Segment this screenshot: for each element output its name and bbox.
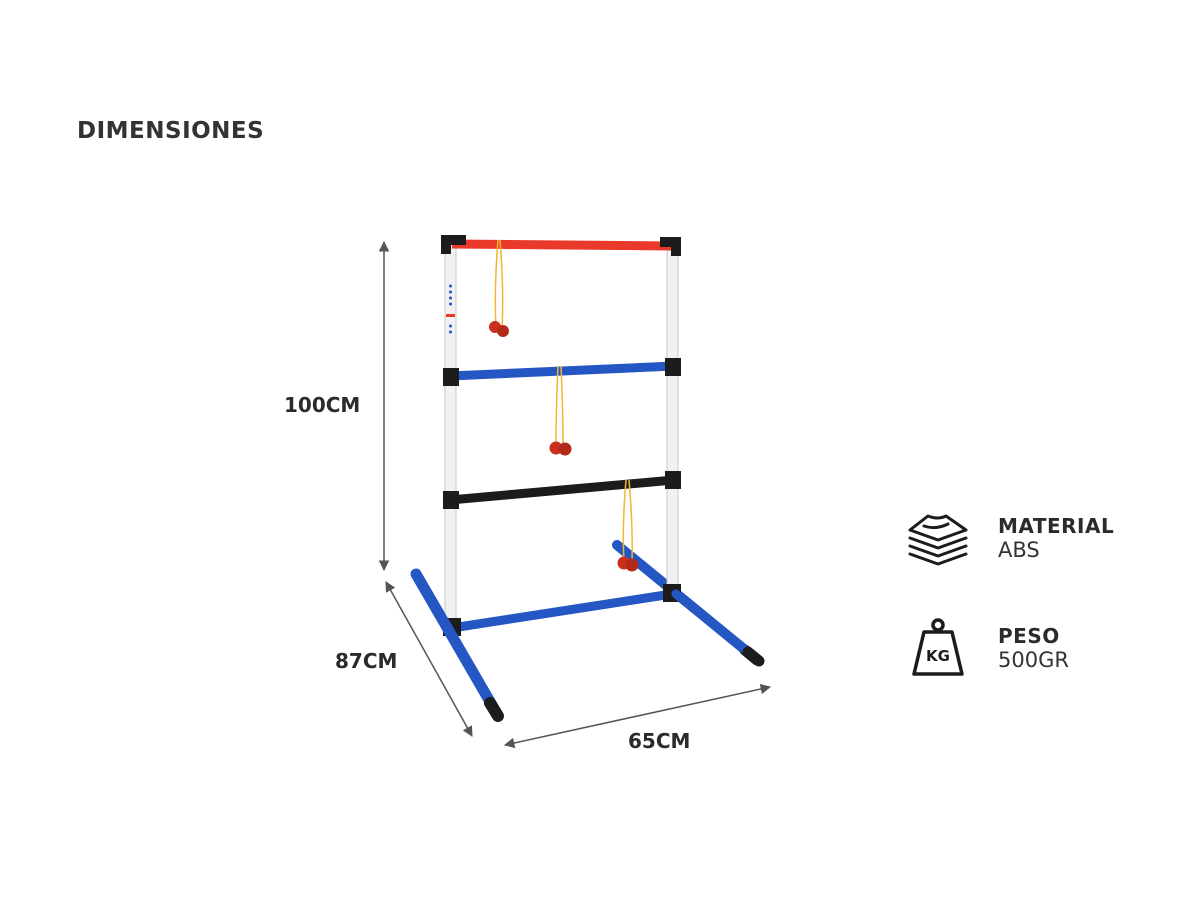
top-rung-red [441,235,681,256]
material-value: ABS [998,538,1040,562]
bola-top [489,239,509,337]
spec-peso: KG PESO 500GR [906,616,1069,680]
right-upright [666,247,679,591]
weight-icon-label: KG [926,647,950,665]
spec-material: MATERIAL ABS [906,506,1114,570]
page-title: DIMENSIONES [77,118,265,144]
bola-middle [549,365,572,456]
height-label: 100CM [284,393,361,417]
bola-bottom [617,479,639,572]
rung-blue-base [443,584,681,636]
width-label: 65CM [628,729,691,753]
peso-value: 500GR [998,648,1069,672]
depth-label: 87CM [335,649,398,673]
rung-black [443,471,681,509]
kettlebell-weight-icon: KG [912,618,964,676]
stacked-sheets-icon [908,514,968,566]
rung-blue-upper [443,358,681,386]
peso-title: PESO [998,624,1060,648]
width-arrow [503,683,772,749]
depth-arrow [385,581,473,737]
front-foot [410,568,504,722]
material-title: MATERIAL [998,514,1115,538]
score-beads [449,284,452,334]
